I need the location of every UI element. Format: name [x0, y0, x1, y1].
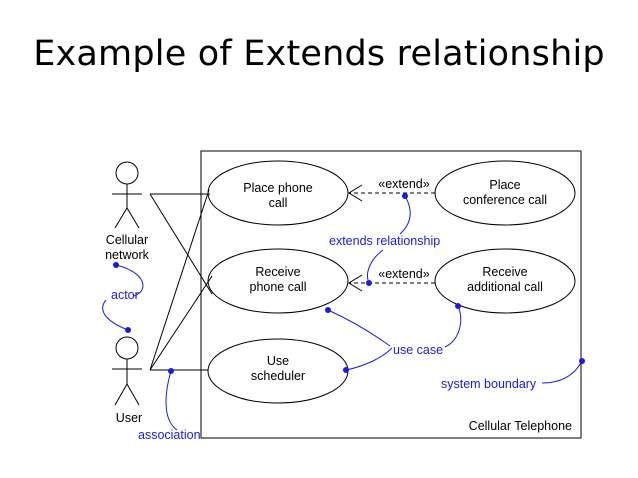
- use-case-receive-phone-call-line1: Receive: [255, 265, 300, 279]
- use-case-receive-additional-call: [434, 248, 576, 314]
- use-case-place-conference-call-line1: Place: [489, 178, 520, 192]
- annotation-association: association: [138, 428, 201, 442]
- actor-cellular-network: [112, 161, 142, 229]
- use-case-receive-additional-call-line2: additional call: [467, 280, 543, 294]
- extend-label-top: «extend»: [378, 177, 429, 191]
- system-label: Cellular Telephone: [469, 419, 572, 433]
- annotation-use-case: use case: [393, 343, 443, 357]
- use-case-place-phone-call-line2: call: [269, 196, 288, 210]
- extend-arrow-bottom: [348, 274, 435, 292]
- use-case-place-conference-call-line2: conference call: [463, 193, 547, 207]
- actor-user: [112, 336, 142, 406]
- use-case-use-scheduler-line2: scheduler: [251, 369, 305, 383]
- actor-user-label: User: [116, 411, 142, 425]
- annotation-leaders: [102, 193, 585, 431]
- use-case-receive-phone-call: [207, 248, 349, 314]
- actor-network-label-line2: network: [105, 248, 150, 262]
- system-boundary-box: [200, 150, 582, 439]
- association-lines: [149, 189, 213, 371]
- actor-network-label-line1: Cellular: [106, 233, 148, 247]
- use-case-place-phone-call: [207, 160, 349, 226]
- use-case-use-scheduler-line1: Use: [267, 354, 289, 368]
- use-case-receive-additional-call-line1: Receive: [482, 265, 527, 279]
- use-case-place-phone-call-line1: Place phone: [243, 181, 313, 195]
- annotation-actor: actor: [111, 288, 139, 302]
- annotation-extends-relationship: extends relationship: [329, 234, 440, 248]
- slide-title: Example of Extends relationship: [33, 34, 605, 74]
- extend-arrow-top: [348, 184, 435, 202]
- use-case-receive-phone-call-line2: phone call: [250, 280, 307, 294]
- annotation-system-boundary: system boundary: [441, 377, 537, 391]
- extend-label-bottom: «extend»: [378, 267, 429, 281]
